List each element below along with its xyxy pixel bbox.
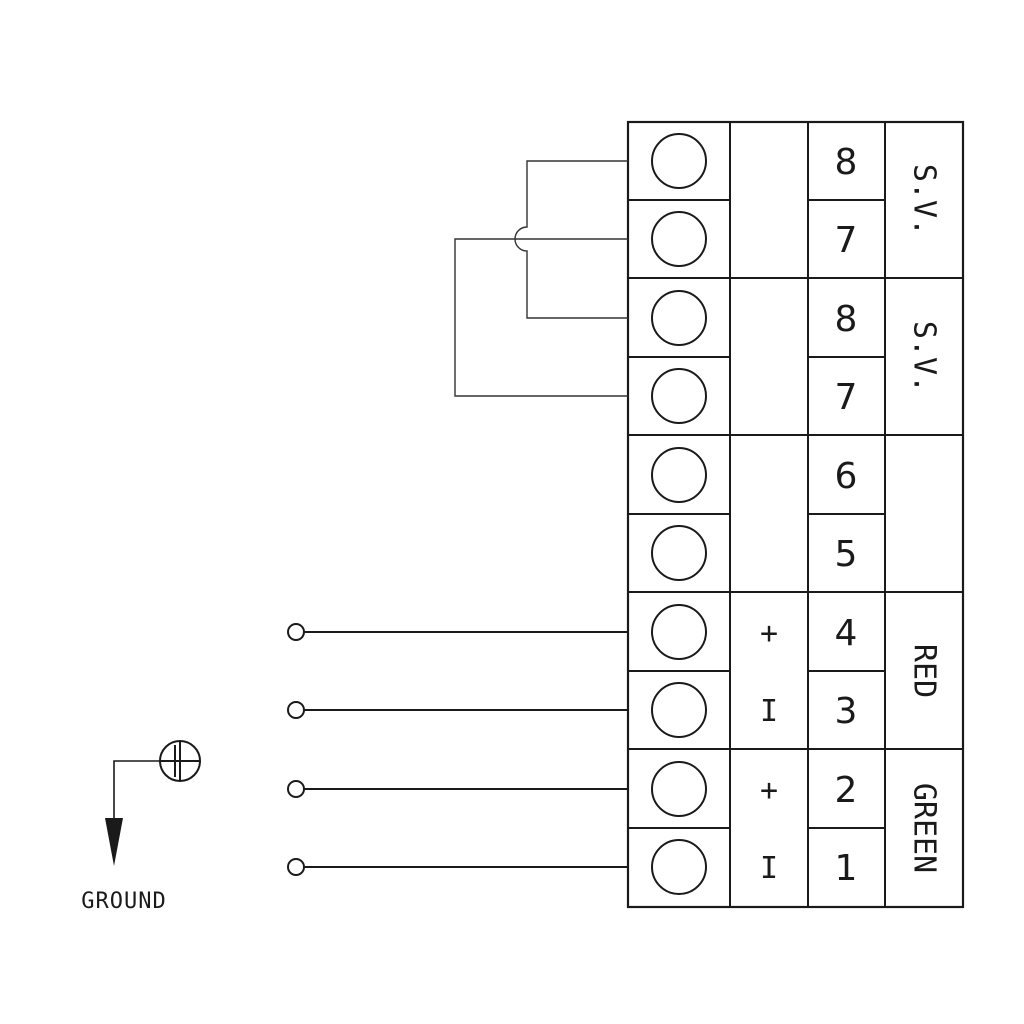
- terminal-screw-8: [651, 682, 707, 738]
- polarity-mark: I: [760, 851, 778, 886]
- group-labels: S.V. S.V. RED GREEN: [907, 164, 942, 873]
- terminal-number: 2: [835, 770, 858, 811]
- terminal-number: 1: [835, 848, 858, 889]
- sv-jumper-wires: [454, 160, 628, 397]
- terminal-screw-1: [651, 133, 707, 189]
- wire-end-terminal-3: [287, 701, 305, 719]
- terminal-number: 7: [835, 377, 858, 418]
- group-label-green: GREEN: [907, 783, 942, 873]
- terminal-numbers: 8 7 8 7 6 5 4 3 2 1: [835, 142, 858, 889]
- terminal-number: 6: [835, 456, 858, 497]
- terminal-number: 3: [835, 691, 858, 732]
- group-label-sv-lower: S.V.: [907, 321, 942, 393]
- polarity-mark: I: [760, 694, 778, 729]
- polarity-group-dividers: [730, 277, 808, 750]
- label-group-dividers: [885, 277, 963, 750]
- jumper-wire-7-to-7: [454, 238, 628, 397]
- ground-label: GROUND: [81, 889, 166, 914]
- wire-end-terminal-4: [287, 623, 305, 641]
- terminal-screw-7: [651, 604, 707, 660]
- terminal-number: 8: [835, 299, 858, 340]
- ground-arrow-icon: [105, 818, 123, 866]
- terminal-screws: [651, 133, 707, 895]
- terminal-screw-2: [651, 211, 707, 267]
- circle-row-dividers: [628, 199, 730, 829]
- terminal-number: 4: [835, 613, 858, 654]
- polarity-marks: + I + I: [760, 616, 778, 886]
- field-wires: [287, 623, 628, 876]
- terminal-screw-6: [651, 525, 707, 581]
- ground-symbol-icon: [105, 740, 201, 866]
- terminal-screw-3: [651, 290, 707, 346]
- terminal-number: 5: [835, 534, 858, 575]
- polarity-mark: +: [760, 616, 778, 651]
- terminal-number: 8: [835, 142, 858, 183]
- polarity-mark: +: [760, 773, 778, 808]
- wire-end-terminal-1: [287, 858, 305, 876]
- group-label-sv-upper: S.V.: [907, 164, 942, 236]
- group-label-red: RED: [907, 644, 942, 698]
- number-row-dividers: [808, 199, 885, 829]
- terminal-number: 7: [835, 220, 858, 261]
- wire-end-terminal-2: [287, 780, 305, 798]
- terminal-screw-10: [651, 839, 707, 895]
- terminal-screw-5: [651, 447, 707, 503]
- terminal-screw-9: [651, 761, 707, 817]
- terminal-screw-4: [651, 368, 707, 424]
